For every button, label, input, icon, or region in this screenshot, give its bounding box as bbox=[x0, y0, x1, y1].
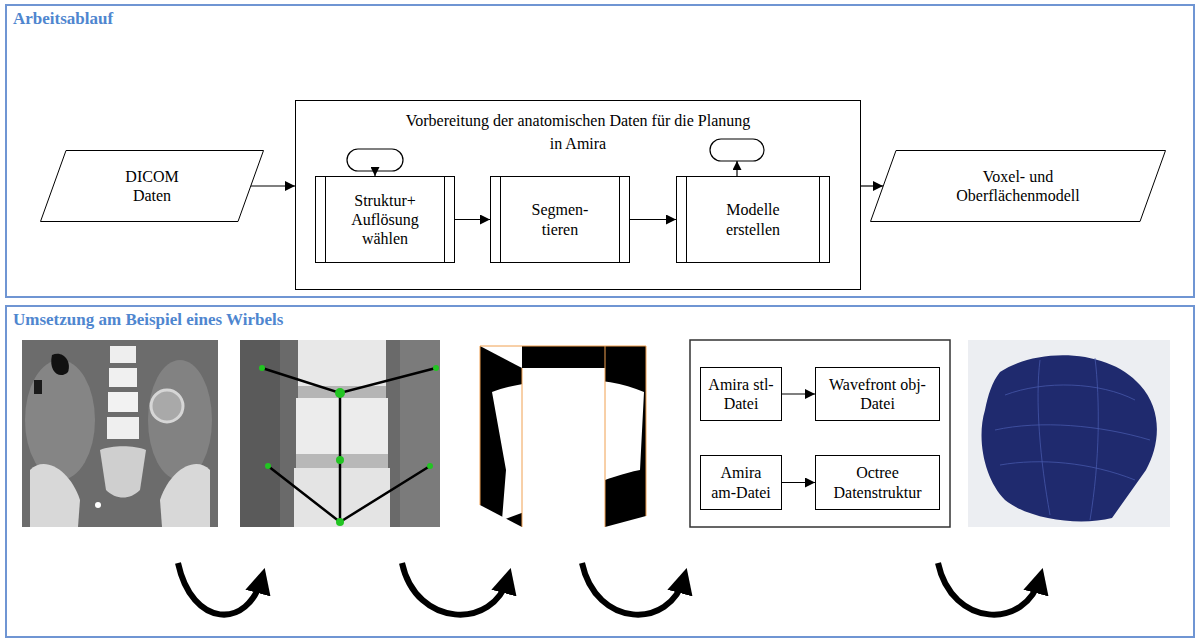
node-label: DICOM Daten bbox=[112, 167, 192, 205]
flow-arrow bbox=[861, 185, 883, 186]
process-side-bars bbox=[687, 177, 820, 263]
ct-vertebra bbox=[107, 417, 139, 439]
io-parallelogram: DICOM Daten bbox=[40, 150, 264, 222]
ct-vertebra bbox=[298, 340, 386, 386]
process-group: Vorbereitung der anatomischen Daten für … bbox=[295, 100, 861, 290]
terminator-symbol bbox=[710, 139, 764, 161]
parallelogram-outline bbox=[41, 151, 264, 222]
step-arrows bbox=[178, 563, 1040, 615]
ct-colon bbox=[151, 390, 183, 422]
ct-sacrum bbox=[100, 446, 146, 497]
ct-disc bbox=[296, 454, 388, 468]
file-box: Octree Datenstruktur bbox=[815, 455, 940, 510]
predefined-process-box: Modelle erstellen bbox=[676, 176, 830, 263]
file-box: Amira stl-Datei bbox=[700, 367, 782, 421]
surface-model bbox=[968, 340, 1170, 527]
parallelogram-outline bbox=[40, 150, 264, 222]
process-outline bbox=[676, 176, 830, 263]
ct-tissue bbox=[400, 340, 440, 527]
vertebra-mesh bbox=[982, 355, 1157, 521]
landmark-lines bbox=[262, 368, 436, 522]
cube-edges bbox=[480, 346, 646, 527]
node-label: Voxel- und Oberflächenmodell bbox=[933, 167, 1103, 205]
section-panel: ArbeitsablaufDICOM Daten Vorbereitung der… bbox=[5, 4, 1195, 298]
parallelogram-outline bbox=[870, 150, 1166, 222]
step-arrow bbox=[402, 563, 508, 615]
surface-model bbox=[968, 340, 1170, 527]
flow-arrow bbox=[782, 482, 815, 483]
process-outline bbox=[490, 176, 630, 263]
ct-disc bbox=[298, 386, 386, 398]
ct-image bbox=[22, 340, 218, 527]
segmentation-plane bbox=[522, 346, 605, 368]
parallelogram-outline bbox=[871, 151, 1166, 222]
process-outline bbox=[491, 177, 630, 263]
panel-heading: Umsetzung am Beispiel eines Wirbels bbox=[13, 310, 283, 330]
node-label: Struktur+ Auflösung wählen bbox=[335, 191, 435, 249]
segmented-vertebra bbox=[492, 379, 644, 520]
predefined-process-box: Struktur+ Auflösung wählen bbox=[315, 176, 455, 263]
mesh-lines bbox=[995, 358, 1150, 520]
ct-vertebra bbox=[296, 398, 388, 454]
file-box: Wavefront obj-Datei bbox=[815, 367, 940, 421]
process-side-bars bbox=[501, 177, 620, 263]
node-label: Amira am-Datei bbox=[708, 463, 774, 501]
ct-landmark-image bbox=[240, 340, 440, 527]
group-frame bbox=[690, 340, 950, 527]
ct-organ bbox=[25, 360, 95, 480]
terminator-arrow bbox=[736, 161, 737, 176]
terminator-symbol bbox=[347, 149, 403, 171]
segmentation-cube bbox=[470, 340, 665, 527]
ct-gas bbox=[51, 354, 69, 375]
flow-arrow bbox=[782, 393, 815, 394]
ct-detail bbox=[95, 502, 101, 508]
ct-landmark-image bbox=[240, 340, 440, 527]
process-outline bbox=[677, 177, 830, 263]
flow-arrow bbox=[630, 219, 676, 220]
predefined-process-box: Segmen- tieren bbox=[490, 176, 630, 263]
ct-gas bbox=[34, 380, 42, 394]
step-arrow bbox=[938, 563, 1040, 615]
ct-pelvis bbox=[30, 464, 80, 527]
terminator-arrow bbox=[374, 171, 375, 176]
process-side-bars bbox=[326, 177, 445, 263]
node-label: Wavefront obj-Datei bbox=[828, 375, 928, 413]
node-label: Octree Datenstruktur bbox=[828, 463, 928, 501]
io-parallelogram: Voxel- und Oberflächenmodell bbox=[870, 150, 1166, 222]
segmentation-cube bbox=[470, 340, 665, 527]
node-label: Segmen- tieren bbox=[525, 200, 595, 238]
process-outline bbox=[316, 177, 455, 263]
landmark-points bbox=[259, 365, 439, 526]
ct-image bbox=[22, 340, 218, 527]
ct-vertebra bbox=[110, 346, 136, 363]
node-label: Amira stl-Datei bbox=[708, 375, 774, 413]
step-arrow bbox=[582, 563, 684, 615]
node-label: Vorbereitung der anatomischen Daten für … bbox=[403, 109, 753, 155]
step-arrow bbox=[178, 563, 262, 615]
ct-vertebra bbox=[108, 392, 138, 412]
ct-pelvis bbox=[160, 464, 210, 527]
node-label: Modelle erstellen bbox=[708, 200, 798, 238]
flow-arrow bbox=[455, 219, 490, 220]
section-panel: Umsetzung am Beispiel eines WirbelsAmira… bbox=[5, 305, 1195, 638]
ct-vertebra bbox=[109, 368, 137, 387]
flow-arrow bbox=[251, 185, 295, 186]
file-box: Amira am-Datei bbox=[700, 455, 782, 510]
ct-tissue bbox=[240, 340, 280, 527]
ct-organ bbox=[148, 360, 212, 480]
panel-heading: Arbeitsablauf bbox=[13, 9, 113, 29]
